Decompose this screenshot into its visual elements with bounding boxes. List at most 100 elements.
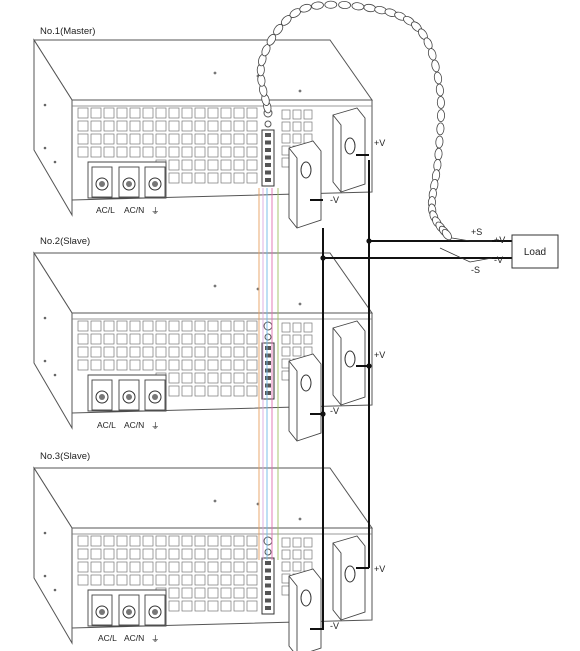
- grill-cell: [90, 346, 102, 358]
- grill-cell: [168, 172, 180, 184]
- grill-cell: [116, 320, 128, 332]
- grill-cell: [129, 120, 141, 132]
- grill-cell: [90, 574, 102, 586]
- grill-cell: [103, 535, 115, 547]
- grill-cell: [207, 359, 219, 371]
- power-supply-unit-2: [33, 251, 373, 442]
- grill-cell: [181, 385, 193, 397]
- grill-cell: [116, 561, 128, 573]
- grill-cell: [207, 172, 219, 184]
- grill-cell: [77, 346, 89, 358]
- parallel-signal-lines: [258, 188, 279, 560]
- load-box: [511, 234, 559, 269]
- grill-cell: [292, 121, 302, 132]
- cable-twist: [324, 0, 338, 9]
- grill-cell: [220, 561, 232, 573]
- unit-3-plus-v-label: +V: [374, 564, 385, 574]
- grill-cell: [220, 574, 232, 586]
- grill-cell: [303, 121, 313, 132]
- grill-cell: [90, 120, 102, 132]
- grill-cell: [129, 535, 141, 547]
- grill-cell: [77, 146, 89, 158]
- grill-cell: [233, 385, 245, 397]
- grill-cell: [207, 333, 219, 345]
- load-plus-v-label: +V: [494, 235, 505, 245]
- grill-cell: [233, 133, 245, 145]
- screw-hole: [43, 316, 47, 320]
- grill-cell: [220, 346, 232, 358]
- grill-cell: [103, 574, 115, 586]
- junction-dot: [366, 363, 372, 369]
- grill-cell: [220, 320, 232, 332]
- screw-hole: [43, 574, 47, 578]
- terminal-block-icon: [87, 589, 167, 627]
- grill-cell: [194, 561, 206, 573]
- grill-cell: [281, 549, 291, 560]
- grill-cell: [303, 109, 313, 120]
- grill-cell: [90, 107, 102, 119]
- grill-cell: [246, 120, 258, 132]
- grill-cell: [116, 133, 128, 145]
- grill-cell: [142, 133, 154, 145]
- output-busbar-icon: [288, 107, 366, 229]
- grill-cell: [246, 574, 258, 586]
- grill-cell: [155, 548, 167, 560]
- terminal-screw-head: [152, 609, 158, 615]
- grill-cell: [181, 146, 193, 158]
- grill-cell: [129, 574, 141, 586]
- output-busbar-icon: [288, 535, 366, 651]
- grill-cell: [194, 372, 206, 384]
- grill-cell: [129, 320, 141, 332]
- screw-hole: [53, 373, 57, 377]
- grill-cell: [103, 346, 115, 358]
- connector-pin: [265, 583, 271, 588]
- led-indicator: [263, 536, 273, 546]
- grill-cell: [246, 359, 258, 371]
- grill-cell: [116, 548, 128, 560]
- chassis-top: [33, 252, 373, 314]
- grill-cell: [103, 548, 115, 560]
- connector-pin: [265, 368, 271, 373]
- grill-cell: [103, 333, 115, 345]
- trim-pot: [264, 120, 272, 128]
- terminal-block-icon: [87, 374, 167, 412]
- busbar-hole: [344, 137, 356, 155]
- grill-cell: [233, 574, 245, 586]
- grill-cell: [233, 146, 245, 158]
- grill-cell: [220, 146, 232, 158]
- load-minus-s-label: -S: [471, 265, 480, 275]
- unit-1-title: No.1(Master): [40, 26, 95, 37]
- grill-cell: [246, 133, 258, 145]
- grill-cell: [246, 535, 258, 547]
- grill-cell: [77, 574, 89, 586]
- grill-cell: [220, 372, 232, 384]
- grill-cell: [194, 172, 206, 184]
- grill-cell: [233, 359, 245, 371]
- grill-cell: [246, 346, 258, 358]
- grill-cell: [233, 159, 245, 171]
- grill-cell: [233, 172, 245, 184]
- grill-cell: [103, 120, 115, 132]
- grill-cell: [207, 535, 219, 547]
- grill-cell: [233, 320, 245, 332]
- grill-cell: [103, 146, 115, 158]
- grill-cell: [142, 561, 154, 573]
- terminal-screw-head: [99, 394, 105, 400]
- cable-twist: [435, 135, 444, 149]
- grill-cell: [77, 333, 89, 345]
- grill-cell: [168, 120, 180, 132]
- grill-cell: [116, 346, 128, 358]
- grill-cell: [233, 372, 245, 384]
- grill-cell: [281, 537, 291, 548]
- grill-cell: [194, 346, 206, 358]
- grill-cell: [194, 333, 206, 345]
- grill-cell: [168, 548, 180, 560]
- grill-cell: [181, 372, 193, 384]
- grill-cell: [77, 359, 89, 371]
- unit-2-terminal-acl: AC/L: [97, 420, 116, 430]
- screw-hole: [53, 160, 57, 164]
- grill-cell: [181, 333, 193, 345]
- grill-cell: [116, 333, 128, 345]
- cable-twist: [338, 0, 351, 10]
- terminal-screw-head: [152, 181, 158, 187]
